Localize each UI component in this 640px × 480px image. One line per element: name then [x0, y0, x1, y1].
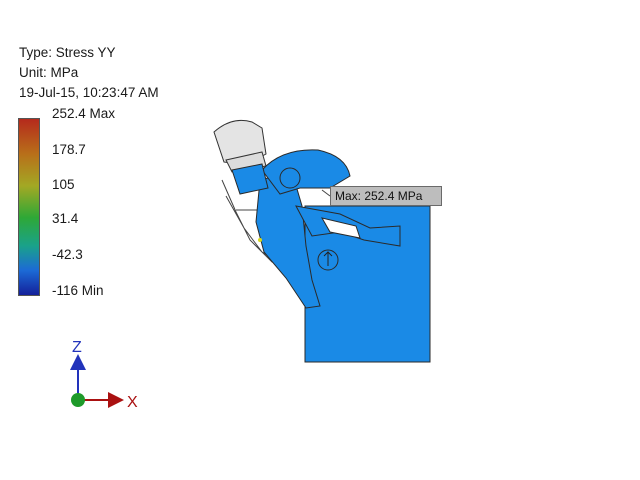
- stress-model[interactable]: [213, 119, 431, 363]
- legend-label-2: 178.7: [52, 142, 86, 157]
- lower-pivot-arrow: [323, 251, 333, 266]
- lever-body: [255, 171, 321, 309]
- z-axis-label: Z: [72, 339, 82, 356]
- result-unit: Unit: MPa: [19, 65, 79, 80]
- result-type: Type: Stress YY: [19, 45, 116, 60]
- legend-label-5: -42.3: [52, 247, 83, 262]
- result-timestamp: 19-Jul-15, 10:23:47 AM: [19, 85, 159, 100]
- legend-label-max: 252.4 Max: [52, 106, 116, 121]
- x-axis-arrow-icon: [108, 392, 124, 408]
- probe-leader: [321, 189, 331, 197]
- fork-slot: [320, 217, 361, 239]
- legend-label-3: 105: [52, 177, 75, 192]
- stress-hotspot: [258, 238, 262, 242]
- legend-label-min: -116 Min: [52, 283, 104, 298]
- upper-pivot: [279, 167, 301, 189]
- legend-label-4: 31.4: [52, 211, 79, 226]
- origin-sphere-icon: [71, 393, 85, 407]
- legend-colorbar: [18, 118, 40, 296]
- result-info: Type: Stress YY Unit: MPa 19-Jul-15, 10:…: [19, 43, 159, 103]
- max-probe-label[interactable]: Max: 252.4 MPa: [330, 186, 442, 206]
- handle-tab: [231, 163, 269, 195]
- x-axis-label: X: [127, 394, 138, 411]
- axis-triad: Z X: [70, 339, 138, 411]
- z-axis-arrow-icon: [70, 354, 86, 370]
